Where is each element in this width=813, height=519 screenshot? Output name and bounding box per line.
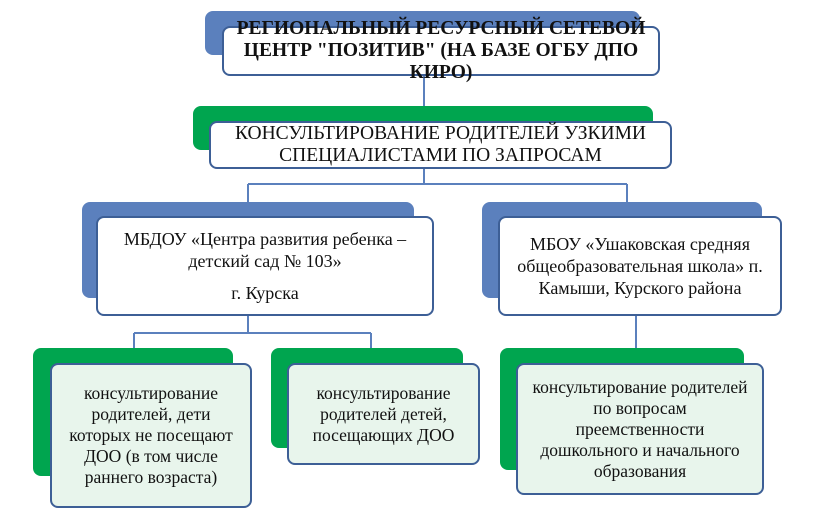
- leaf-right-1: консультирование родителей по вопросам п…: [516, 363, 764, 495]
- service-node: КОНСУЛЬТИРОВАНИЕ РОДИТЕЛЕЙ УЗКИМИ СПЕЦИА…: [209, 121, 672, 169]
- leaf-left-2-text: консультирование родителей детей, посеща…: [312, 382, 455, 445]
- org-right-name: МБОУ «Ушаковская средняя общеобразовател…: [517, 234, 763, 298]
- service-node-text: КОНСУЛЬТИРОВАНИЕ РОДИТЕЛЕЙ УЗКИМИ СПЕЦИА…: [234, 123, 647, 166]
- org-left-name: МБДОУ «Центра развития ребенка – детский…: [123, 229, 407, 271]
- leaf-left-2: консультирование родителей детей, посеща…: [287, 363, 480, 465]
- org-left-city: г. Курска: [231, 283, 299, 303]
- org-left-node: МБДОУ «Центра развития ребенка – детский…: [96, 216, 434, 316]
- root-node-text: РЕГИОНАЛЬНЫЙ РЕСУРСНЫЙ СЕТЕВОЙ ЦЕНТР "ПО…: [236, 18, 646, 83]
- org-right-node: МБОУ «Ушаковская средняя общеобразовател…: [498, 216, 782, 316]
- leaf-left-1-text: консультирование родителей, дети которых…: [69, 383, 233, 487]
- leaf-right-1-text: консультирование родителей по вопросам п…: [532, 376, 748, 481]
- leaf-left-1: консультирование родителей, дети которых…: [50, 363, 252, 508]
- root-node: РЕГИОНАЛЬНЫЙ РЕСУРСНЫЙ СЕТЕВОЙ ЦЕНТР "ПО…: [222, 18, 660, 83]
